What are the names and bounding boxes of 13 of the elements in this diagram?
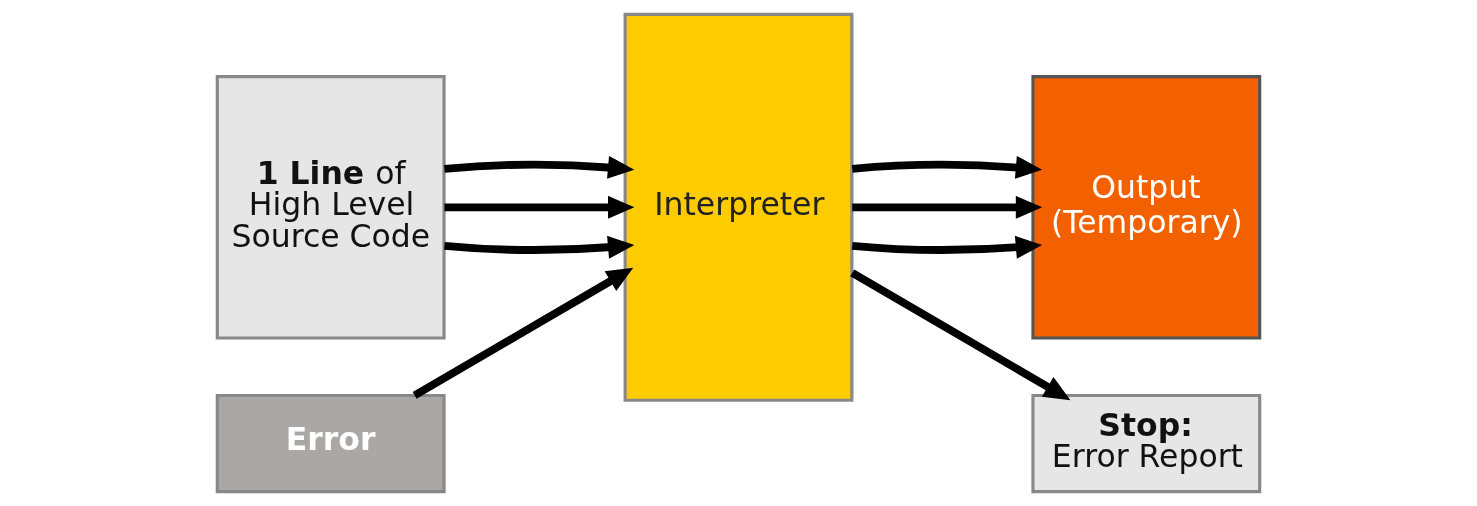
arrow bbox=[444, 155, 635, 179]
arrow bbox=[851, 155, 1043, 179]
arrow bbox=[852, 195, 1043, 219]
arrow bbox=[444, 195, 635, 219]
arrow bbox=[412, 267, 634, 399]
node-box: Output (Temporary) bbox=[1031, 75, 1262, 340]
node-box: Error bbox=[215, 393, 446, 494]
arrow bbox=[851, 235, 1043, 259]
node-box: 1 Line of High Level Source Code bbox=[215, 75, 446, 340]
node-box: Interpreter bbox=[623, 12, 854, 402]
arrow bbox=[444, 235, 635, 259]
arrow bbox=[850, 269, 1071, 401]
node-box: Stop: Error Report bbox=[1031, 393, 1262, 494]
